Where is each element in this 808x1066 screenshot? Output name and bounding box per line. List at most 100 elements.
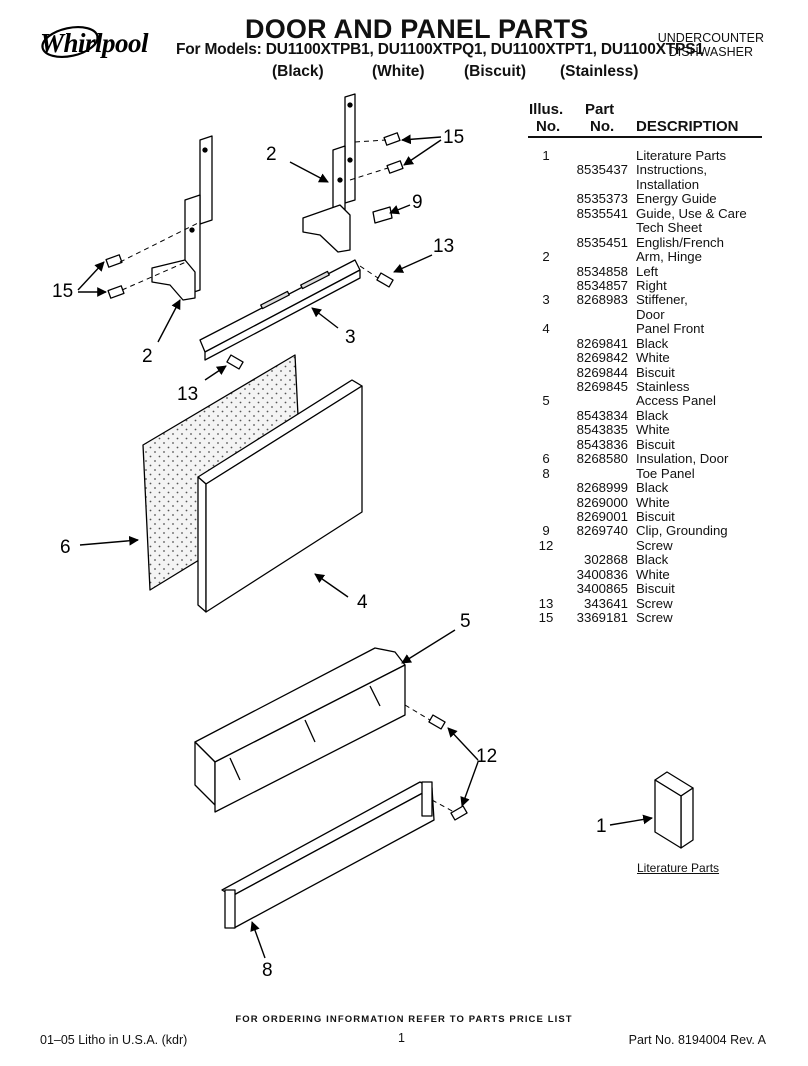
table-row: Tech Sheet — [528, 220, 768, 236]
part-description: Biscuit — [636, 436, 675, 452]
part-number: 8269740 — [576, 523, 628, 539]
literature-parts-label: Literature Parts — [637, 861, 720, 875]
part-description: Black — [636, 335, 669, 351]
color-white: (White) — [372, 63, 425, 80]
part-description: Black — [636, 480, 669, 496]
part-description: Panel Front — [636, 321, 705, 337]
illus-number: 6 — [542, 451, 550, 467]
color-biscuit: (Biscuit) — [464, 63, 526, 80]
table-row: 8535451 English/French — [528, 234, 768, 250]
col-illus-label-2: No. — [536, 118, 561, 135]
callout-4: 4 — [357, 592, 368, 613]
part-description: Toe Panel — [636, 465, 695, 481]
part-description: Tech Sheet — [636, 220, 702, 236]
part-number: 8534857 — [576, 277, 628, 293]
literature-parts — [654, 771, 694, 849]
part-description: Biscuit — [636, 581, 675, 597]
part-description: Guide, Use & Care — [636, 205, 747, 221]
part-description: Biscuit — [636, 508, 675, 524]
part-description: Black — [636, 552, 669, 568]
appliance-type: UNDERCOUNTER DISHWASHER — [658, 31, 764, 59]
color-stainless: (Stainless) — [560, 63, 639, 80]
document-part-number: Part No. 8194004 Rev. A — [628, 1033, 766, 1047]
exploded-diagram: 15 2 9 13 15 2 3 13 6 4 5 12 1 8 — [52, 93, 694, 981]
color-black: (Black) — [272, 63, 324, 80]
illus-number: 12 — [538, 537, 554, 553]
header-divider — [528, 136, 762, 138]
part-number: 8534858 — [576, 263, 628, 279]
part-description: Arm, Hinge — [636, 249, 702, 265]
part-description: Stiffener, — [636, 292, 688, 308]
models-line: For Models: DU1100XTPB1, DU1100XTPQ1, DU… — [176, 41, 704, 58]
part-number: 8268983 — [576, 292, 628, 308]
part-number: 8543835 — [576, 422, 628, 438]
ordering-note: FOR ORDERING INFORMATION REFER TO PARTS … — [235, 1014, 573, 1025]
hinge-arm-left — [151, 135, 213, 301]
part-number: 8535437 — [576, 162, 628, 178]
callout-2-upper: 2 — [266, 144, 277, 165]
part-number: 8268999 — [576, 480, 628, 496]
part-description: White — [636, 350, 670, 366]
table-row: 8269844 Biscuit — [528, 364, 768, 380]
appliance-line-1: UNDERCOUNTER — [657, 31, 764, 45]
part-number: 3400836 — [576, 566, 628, 582]
callout-15-lower: 15 — [52, 281, 73, 302]
table-row: 8535541 Guide, Use & Care — [528, 205, 768, 221]
part-description: Left — [636, 263, 658, 279]
callout-1: 1 — [596, 816, 607, 837]
part-description: English/French — [636, 234, 724, 250]
illus-number: 4 — [542, 321, 550, 337]
part-number: 8535451 — [576, 234, 628, 250]
table-row: 8534857 Right — [528, 277, 768, 293]
appliance-line-2: DISHWASHER — [668, 45, 753, 59]
part-description: Black — [636, 407, 669, 423]
screws — [105, 132, 468, 821]
part-description: Clip, Grounding — [636, 523, 728, 539]
part-description: Literature Parts — [636, 148, 727, 163]
table-row: 8543835 White — [528, 422, 768, 438]
col-part-label-2: No. — [590, 118, 615, 135]
brand-name: Whirlpool — [40, 28, 149, 58]
col-part-label: Part — [585, 101, 615, 118]
access-panel — [194, 647, 406, 813]
part-description: Right — [636, 277, 667, 293]
callout-13-lower: 13 — [177, 384, 198, 405]
illus-number: 13 — [538, 595, 554, 611]
part-description: White — [636, 422, 670, 438]
page-number: 1 — [398, 1031, 405, 1045]
illus-number: 5 — [542, 393, 550, 409]
toe-panel — [221, 781, 435, 929]
part-description: Instructions, — [636, 162, 708, 178]
table-row: 4 Panel Front — [528, 321, 768, 337]
part-number: 8269845 — [576, 379, 628, 394]
illus-number: 2 — [542, 249, 550, 265]
part-description: Biscuit — [636, 364, 675, 380]
table-row: 3400836 White — [528, 566, 768, 582]
part-description: Installation — [636, 176, 700, 192]
part-number: 3400865 — [576, 581, 628, 597]
table-row: 8534858 Left — [528, 263, 768, 279]
table-row: 3400865 Biscuit — [528, 581, 768, 597]
table-row: Door — [528, 307, 768, 322]
part-description: White — [636, 566, 670, 582]
part-number: 8269844 — [576, 364, 628, 380]
callout-9: 9 — [412, 192, 423, 213]
part-number: 8268580 — [576, 451, 628, 467]
part-description: Screw — [636, 610, 673, 625]
callout-8: 8 — [262, 960, 273, 981]
part-number: 8535541 — [576, 205, 628, 221]
part-number: 3369181 — [576, 610, 628, 625]
